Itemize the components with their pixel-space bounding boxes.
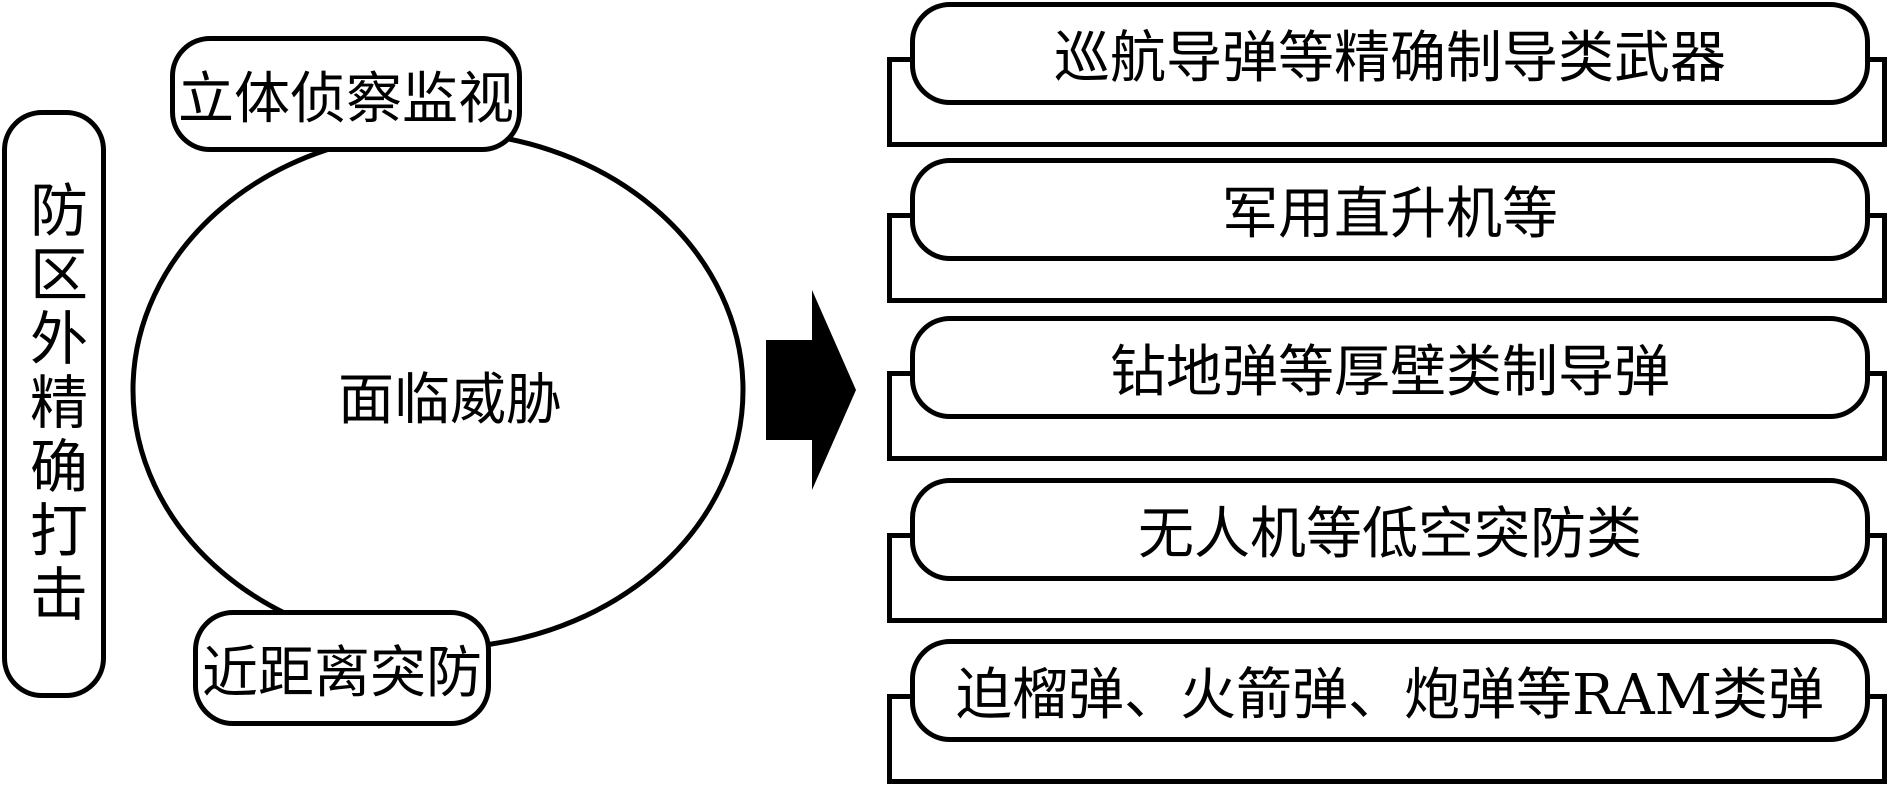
threat-bracket [887, 213, 1887, 303]
threat-label: 巡航导弹等精确制导类武器 [1054, 26, 1726, 91]
side-box-label: 防区外精确打击 [20, 180, 88, 628]
top-box-label: 立体侦察监视 [178, 66, 514, 132]
threat-item: 迫榴弹、火箭弹、炮弹等RAM类弹 [0, 639, 1890, 789]
threat-label-box: 钻地弹等厚壁类制导弹 [910, 316, 1870, 419]
threat-label-box: 迫榴弹、火箭弹、炮弹等RAM类弹 [910, 639, 1870, 742]
threat-label-box: 无人机等低空突防类 [910, 478, 1870, 581]
side-box-standoff-strike: 防区外精确打击 [2, 110, 106, 698]
threat-item: 无人机等低空突防类 [0, 478, 1890, 628]
threat-label: 迫榴弹、火箭弹、炮弹等RAM类弹 [956, 663, 1824, 728]
bottom-box-label: 近距离突防 [202, 640, 482, 706]
threat-item: 钻地弹等厚壁类制导弹 [0, 316, 1890, 466]
threat-bracket [887, 57, 1887, 147]
threat-label: 钻地弹等厚壁类制导弹 [1110, 340, 1670, 405]
threat-item: 军用直升机等 [0, 158, 1890, 308]
threat-label-box: 军用直升机等 [910, 158, 1870, 261]
threat-bracket [887, 533, 1887, 623]
bottom-box-penetration: 近距离突防 [193, 610, 491, 726]
threat-label-box: 巡航导弹等精确制导类武器 [910, 2, 1870, 105]
threat-item: 巡航导弹等精确制导类武器 [0, 2, 1890, 152]
threat-label: 无人机等低空突防类 [1138, 502, 1642, 567]
right-arrow-icon [766, 290, 856, 490]
threat-bracket [887, 371, 1887, 461]
top-box-surveillance: 立体侦察监视 [170, 36, 522, 152]
threat-label: 军用直升机等 [1222, 182, 1558, 247]
center-label: 面临威胁 [338, 368, 562, 433]
